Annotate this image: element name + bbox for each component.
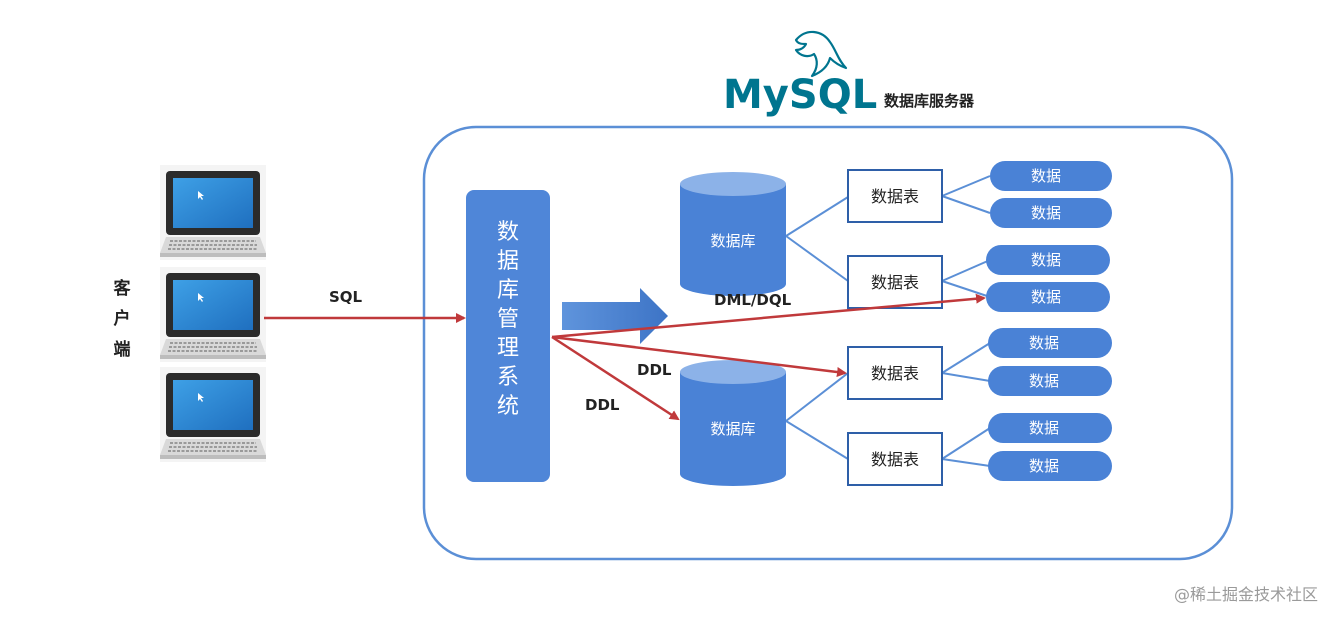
database-label: 数据库 — [710, 420, 755, 438]
data-pill: 数据 — [986, 282, 1110, 312]
data-pill: 数据 — [988, 451, 1112, 481]
dbms-label-char: 理 — [497, 336, 519, 361]
dbms-label-char: 系 — [497, 365, 519, 390]
table3-to-data-line — [941, 372, 991, 382]
data-pill: 数据 — [988, 413, 1112, 443]
db2-to-table4-line — [785, 420, 849, 460]
dbms-label-char: 数 — [497, 220, 519, 245]
data-pill-label: 数据 — [1029, 372, 1059, 390]
dml-dql-label: DML/DQL — [714, 291, 792, 309]
dbms-label-char: 管 — [497, 307, 519, 332]
ddl-database-label: DDL — [585, 396, 620, 414]
table-label: 数据表 — [871, 187, 919, 206]
data-pill-label: 数据 — [1029, 419, 1059, 437]
dolphin-icon — [794, 30, 848, 78]
client-label: 客 户 端 — [113, 278, 132, 360]
database-cylinder-1: 数据库 — [680, 172, 786, 296]
dbms-label: 数 据 库 管 理 系 统 — [497, 220, 519, 419]
mysql-logo: MySQL ™ — [723, 30, 877, 118]
database-server-container — [422, 125, 1234, 561]
data-pill-label: 数据 — [1031, 167, 1061, 185]
data-pill-label: 数据 — [1031, 251, 1061, 269]
dml-dql-arrow — [551, 293, 986, 339]
mysql-tm: ™ — [838, 101, 844, 108]
dbms-label-char: 库 — [497, 278, 519, 303]
laptop-icon — [160, 165, 266, 260]
data-pill-label: 数据 — [1029, 334, 1059, 352]
laptop-icon — [160, 367, 266, 462]
database-label: 数据库 — [710, 232, 755, 250]
data-pill: 数据 — [986, 245, 1110, 275]
data-table-box-3: 数据表 — [847, 346, 943, 400]
data-pill: 数据 — [990, 198, 1112, 228]
ddl-table-label: DDL — [637, 361, 672, 379]
dbms-box — [466, 190, 550, 482]
db1-to-table1-line — [785, 196, 849, 237]
data-pills: 数据 数据 数据 数据 数据 数据 数据 数据 — [986, 161, 1112, 481]
table2-to-data-line — [941, 259, 991, 282]
mysql-logo-text: MySQL — [723, 72, 877, 118]
data-pill: 数据 — [990, 161, 1112, 191]
table-label: 数据表 — [871, 364, 919, 383]
client-label-char: 客 — [113, 278, 132, 299]
data-table-box-4: 数据表 — [847, 432, 943, 486]
table3-to-data-line — [941, 342, 991, 374]
dbms-label-char: 据 — [497, 249, 519, 274]
table-label: 数据表 — [871, 450, 919, 469]
red-arrows — [264, 293, 986, 421]
data-pill: 数据 — [988, 328, 1112, 358]
table4-to-data-line — [941, 458, 991, 467]
ddl-table-arrow — [551, 335, 847, 377]
data-pill-label: 数据 — [1031, 288, 1061, 306]
laptop-icon — [160, 267, 266, 362]
table-label: 数据表 — [871, 273, 919, 292]
table4-to-data-line — [941, 427, 991, 460]
table1-to-data-line — [941, 195, 991, 214]
client-laptops — [160, 165, 266, 462]
table1-to-data-line — [941, 175, 991, 197]
data-pill-label: 数据 — [1031, 204, 1061, 222]
database-cylinder-2: 数据库 — [680, 360, 786, 486]
ddl-database-arrow — [551, 335, 680, 421]
dbms-label-char: 统 — [497, 394, 519, 419]
client-label-char: 户 — [114, 308, 131, 329]
data-table-box-1: 数据表 — [847, 169, 943, 223]
table2-to-data-line — [941, 280, 991, 298]
sql-label: SQL — [329, 288, 363, 306]
data-pill: 数据 — [988, 366, 1112, 396]
db1-to-table2-line — [785, 235, 849, 282]
client-label-char: 端 — [114, 339, 131, 360]
watermark: @稀土掘金技术社区 — [1174, 585, 1318, 604]
mysql-wordmark: MySQL — [723, 72, 877, 118]
db2-to-table3-line — [785, 372, 849, 422]
arrow-labels: SQL DML/DQL DDL DDL — [329, 288, 792, 414]
data-pill-label: 数据 — [1029, 457, 1059, 475]
server-label: 数据库服务器 — [884, 92, 975, 110]
data-table-box-2: 数据表 — [847, 255, 943, 309]
